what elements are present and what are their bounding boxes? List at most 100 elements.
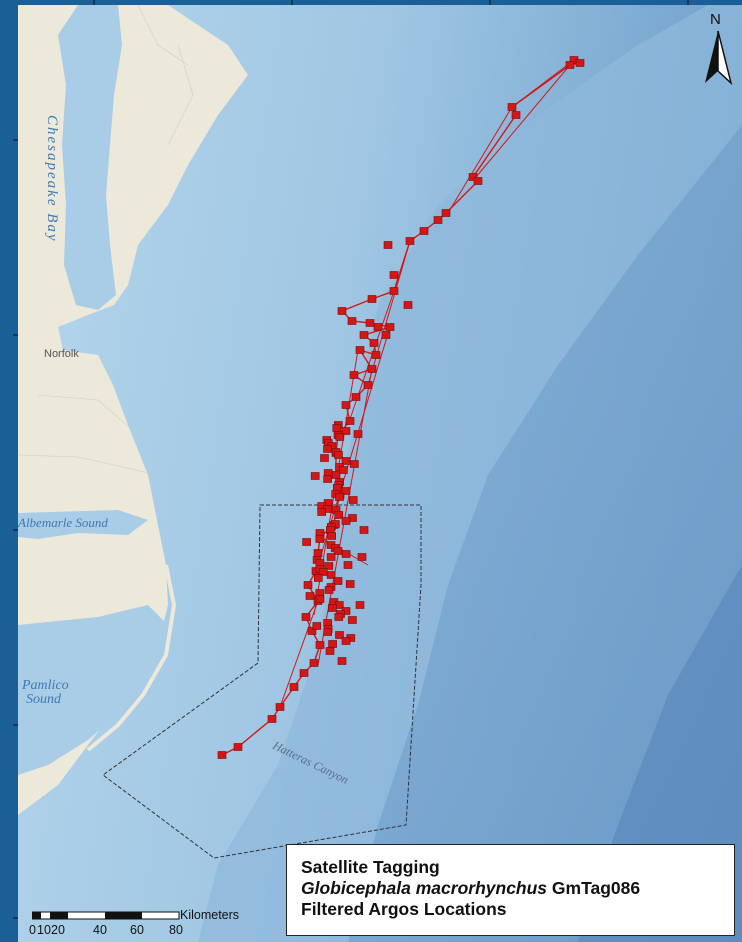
argos-location-marker [341, 517, 351, 525]
label-sound: Sound [26, 692, 62, 707]
legend-species-line: Globicephala macrorhynchus GmTag086 [301, 878, 734, 899]
argos-location-marker [328, 604, 337, 612]
argos-location-marker [350, 460, 359, 468]
argos-location-marker [275, 703, 285, 711]
label-albemarle-sound: Albemarle Sound [18, 515, 108, 530]
argos-location-marker [324, 586, 334, 594]
argos-location-marker [317, 508, 327, 516]
argos-location-marker [233, 743, 243, 751]
argos-location-marker [309, 659, 319, 667]
argos-location-marker [339, 466, 348, 474]
argos-location-marker [359, 331, 369, 339]
argos-location-marker [468, 173, 478, 181]
argos-location-marker [315, 535, 325, 543]
argos-location-marker [383, 241, 393, 249]
argos-location-marker [341, 550, 351, 558]
argos-location-marker [310, 472, 320, 480]
track-segment [317, 368, 373, 666]
argos-location-marker [302, 538, 311, 546]
legend-subtitle: Filtered Argos Locations [301, 899, 507, 919]
argos-location-marker [337, 307, 347, 315]
argos-location-marker [405, 237, 415, 245]
north-label: N [710, 11, 721, 28]
label-norfolk: Norfolk [44, 348, 79, 360]
argos-location-marker [381, 331, 391, 339]
argos-location-marker [334, 451, 343, 459]
argos-location-marker [565, 61, 575, 69]
map-svg: Chesapeake Bay Norfolk Albemarle Sound P… [18, 5, 742, 942]
argos-location-marker [320, 454, 329, 462]
argos-location-marker [349, 371, 359, 379]
argos-location-marker [345, 580, 355, 588]
argos-location-marker [307, 627, 317, 635]
argos-location-marker [334, 511, 344, 519]
argos-location-marker [323, 628, 333, 636]
argos-location-marker [389, 271, 399, 279]
argos-location-marker [433, 216, 443, 224]
argos-location-marker [332, 424, 342, 432]
argos-location-marker [315, 595, 325, 603]
argos-location-marker [441, 209, 451, 217]
argos-location-marker [334, 613, 344, 621]
scale-bar: Kilometers 0 10 20 40 60 80 [29, 908, 262, 941]
argos-location-marker [511, 111, 521, 119]
track-segment [367, 240, 411, 386]
track-segment [511, 59, 575, 108]
track-segment [447, 106, 513, 214]
argos-location-marker [345, 417, 355, 425]
study-area-boundary [102, 504, 422, 859]
argos-location-marker [341, 427, 351, 435]
argos-location-marker [299, 669, 309, 677]
track-segment [279, 600, 319, 708]
argos-location-marker [351, 393, 361, 401]
argos-location-marker [341, 637, 351, 645]
scale-tick-80: 80 [169, 923, 183, 937]
argos-location-marker [348, 496, 358, 504]
argos-location-marker [328, 640, 337, 648]
argos-location-marker [323, 445, 332, 453]
argos-location-marker [305, 592, 315, 600]
argos-location-marker [326, 571, 336, 579]
argos-location-marker [385, 323, 395, 331]
argos-location-marker [335, 631, 344, 639]
argos-location-marker [507, 103, 517, 111]
land-boundaries [18, 5, 194, 476]
legend-tag-id: GmTag086 [551, 878, 641, 898]
argos-location-marker [325, 647, 335, 655]
argos-location-marker [357, 553, 367, 561]
label-chesapeake-bay: Chesapeake Bay [44, 115, 60, 243]
argos-location-marker [367, 365, 377, 373]
scale-tick-20: 20 [51, 923, 65, 937]
argos-location-marker [341, 401, 351, 409]
label-pamlico: Pamlico [21, 678, 69, 693]
argos-location-marker [369, 339, 379, 347]
argos-location-marker [301, 613, 311, 621]
argos-location-marker [419, 227, 429, 235]
legend-box: Satellite Tagging Globicephala macrorhyn… [286, 844, 735, 936]
chesapeake-bay-water [58, 5, 122, 310]
argos-location-marker [373, 323, 383, 331]
scale-unit: Kilometers [180, 908, 240, 922]
scale-tick-10: 10 [37, 923, 51, 937]
albemarle-sound-water [18, 510, 148, 539]
argos-location-marker [217, 751, 227, 759]
argos-location-marker [348, 616, 357, 624]
track-segment [475, 64, 571, 178]
argos-location-marker [333, 577, 343, 585]
legend-title: Satellite Tagging [301, 857, 440, 877]
argos-location-marker [326, 553, 336, 561]
argos-location-marker [315, 641, 325, 649]
argos-location-marker [313, 574, 323, 582]
argos-location-marker [347, 317, 357, 325]
argos-location-marker [367, 295, 377, 303]
argos-location-marker [341, 457, 351, 465]
argos-location-marker [331, 471, 341, 479]
scale-tick-0: 0 [29, 923, 36, 937]
argos-location-marker [341, 487, 351, 495]
track-segment [347, 290, 395, 426]
north-arrow-icon [705, 30, 733, 86]
argos-location-marker [343, 561, 353, 569]
argos-location-marker [355, 346, 365, 354]
map-canvas[interactable]: Chesapeake Bay Norfolk Albemarle Sound P… [18, 5, 742, 942]
